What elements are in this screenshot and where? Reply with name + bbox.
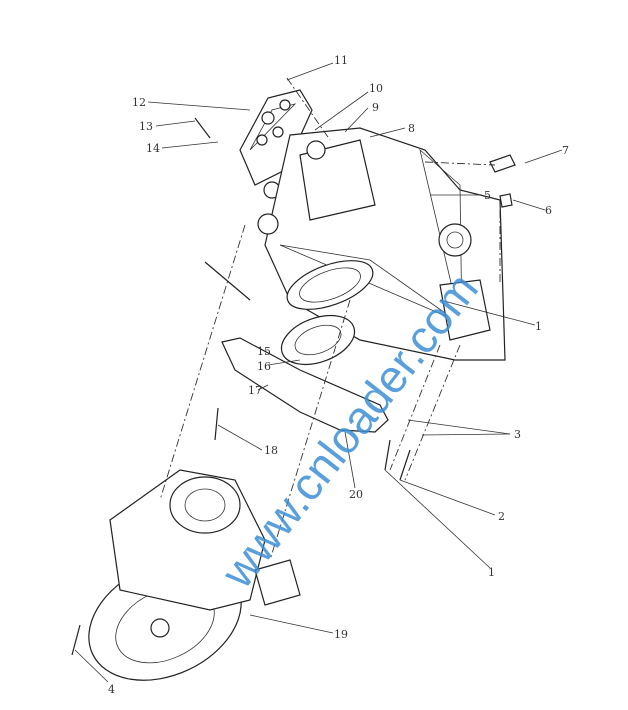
callout-18: 18 [264,444,278,457]
callout-leaders [74,62,563,683]
callout-1-lower: 1 [488,566,495,579]
callout-1-upper: 1 [535,320,542,333]
callout-2: 2 [498,510,505,523]
callout-5: 5 [484,189,491,202]
callout-8: 8 [408,122,415,135]
callout-9: 9 [372,101,379,114]
assembly-center-lines [159,77,501,561]
dipstick [204,261,251,301]
callout-19: 19 [334,628,348,641]
callout-11: 11 [334,54,348,67]
callout-10: 10 [369,82,383,95]
callout-13: 13 [139,120,153,133]
callout-4: 4 [108,683,115,696]
gasket [221,337,389,433]
clutch-gear-pack [280,260,374,366]
callout-3: 3 [514,428,521,441]
callout-6: 6 [545,204,552,217]
bolts [71,117,516,656]
callout-16: 16 [257,360,271,373]
callout-20: 20 [349,488,363,501]
callout-17: 17 [248,384,262,397]
callout-12: 12 [132,96,146,109]
callout-14: 14 [146,142,160,155]
torque-converter-housing [88,469,301,681]
callout-15: 15 [257,345,271,358]
callout-7: 7 [562,144,569,157]
transmission-upper-housing [257,127,506,361]
